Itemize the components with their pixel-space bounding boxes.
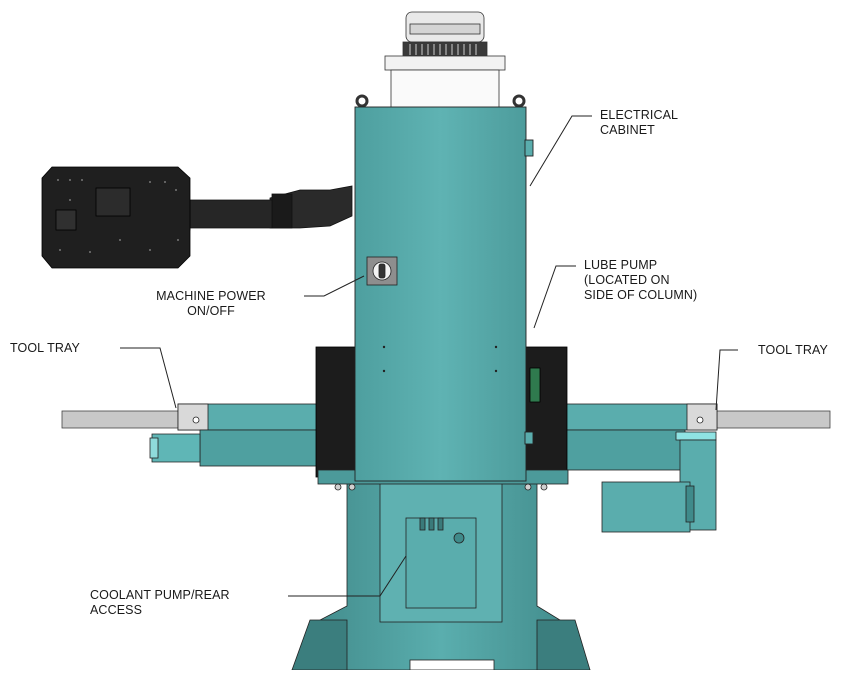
label-machine-power-line1: MACHINE POWER bbox=[156, 289, 266, 303]
label-coolant-pump-line1: COOLANT PUMP/REAR bbox=[90, 588, 230, 602]
spindle-motor bbox=[384, 11, 506, 109]
power-switch bbox=[366, 256, 398, 286]
leader-lines bbox=[120, 115, 738, 597]
label-lube-pump: LUBE PUMP (LOCATED ON SIDE OF COLUMN) bbox=[584, 258, 697, 303]
way-covers bbox=[315, 346, 568, 478]
label-electrical-cabinet-line2: CABINET bbox=[600, 123, 655, 137]
lifting-eyes bbox=[355, 94, 526, 108]
right-table-assembly bbox=[564, 403, 718, 533]
electrical-cabinet bbox=[354, 106, 534, 482]
rear-access-panel bbox=[405, 517, 477, 609]
label-coolant-pump: COOLANT PUMP/REAR ACCESS bbox=[90, 588, 230, 618]
label-machine-power-line2: ON/OFF bbox=[187, 304, 235, 318]
tool-tray-left-bar bbox=[61, 410, 188, 429]
label-electrical-cabinet: ELECTRICAL CABINET bbox=[600, 108, 678, 138]
label-machine-power: MACHINE POWER ON/OFF bbox=[124, 289, 298, 319]
label-lube-pump-line2: (LOCATED ON bbox=[584, 273, 670, 287]
control-pendant bbox=[41, 166, 191, 269]
label-tool-tray-left: TOOL TRAY bbox=[10, 341, 80, 355]
left-table-assembly bbox=[149, 403, 321, 467]
label-coolant-pump-line2: ACCESS bbox=[90, 603, 143, 617]
label-lube-pump-line3: SIDE OF COLUMN) bbox=[584, 288, 698, 302]
tool-tray-right-bar bbox=[715, 410, 831, 429]
label-tool-tray-right: TOOL TRAY bbox=[758, 343, 828, 357]
label-lube-pump-line1: LUBE PUMP bbox=[584, 258, 658, 272]
label-electrical-cabinet-line1: ELECTRICAL bbox=[600, 108, 679, 122]
